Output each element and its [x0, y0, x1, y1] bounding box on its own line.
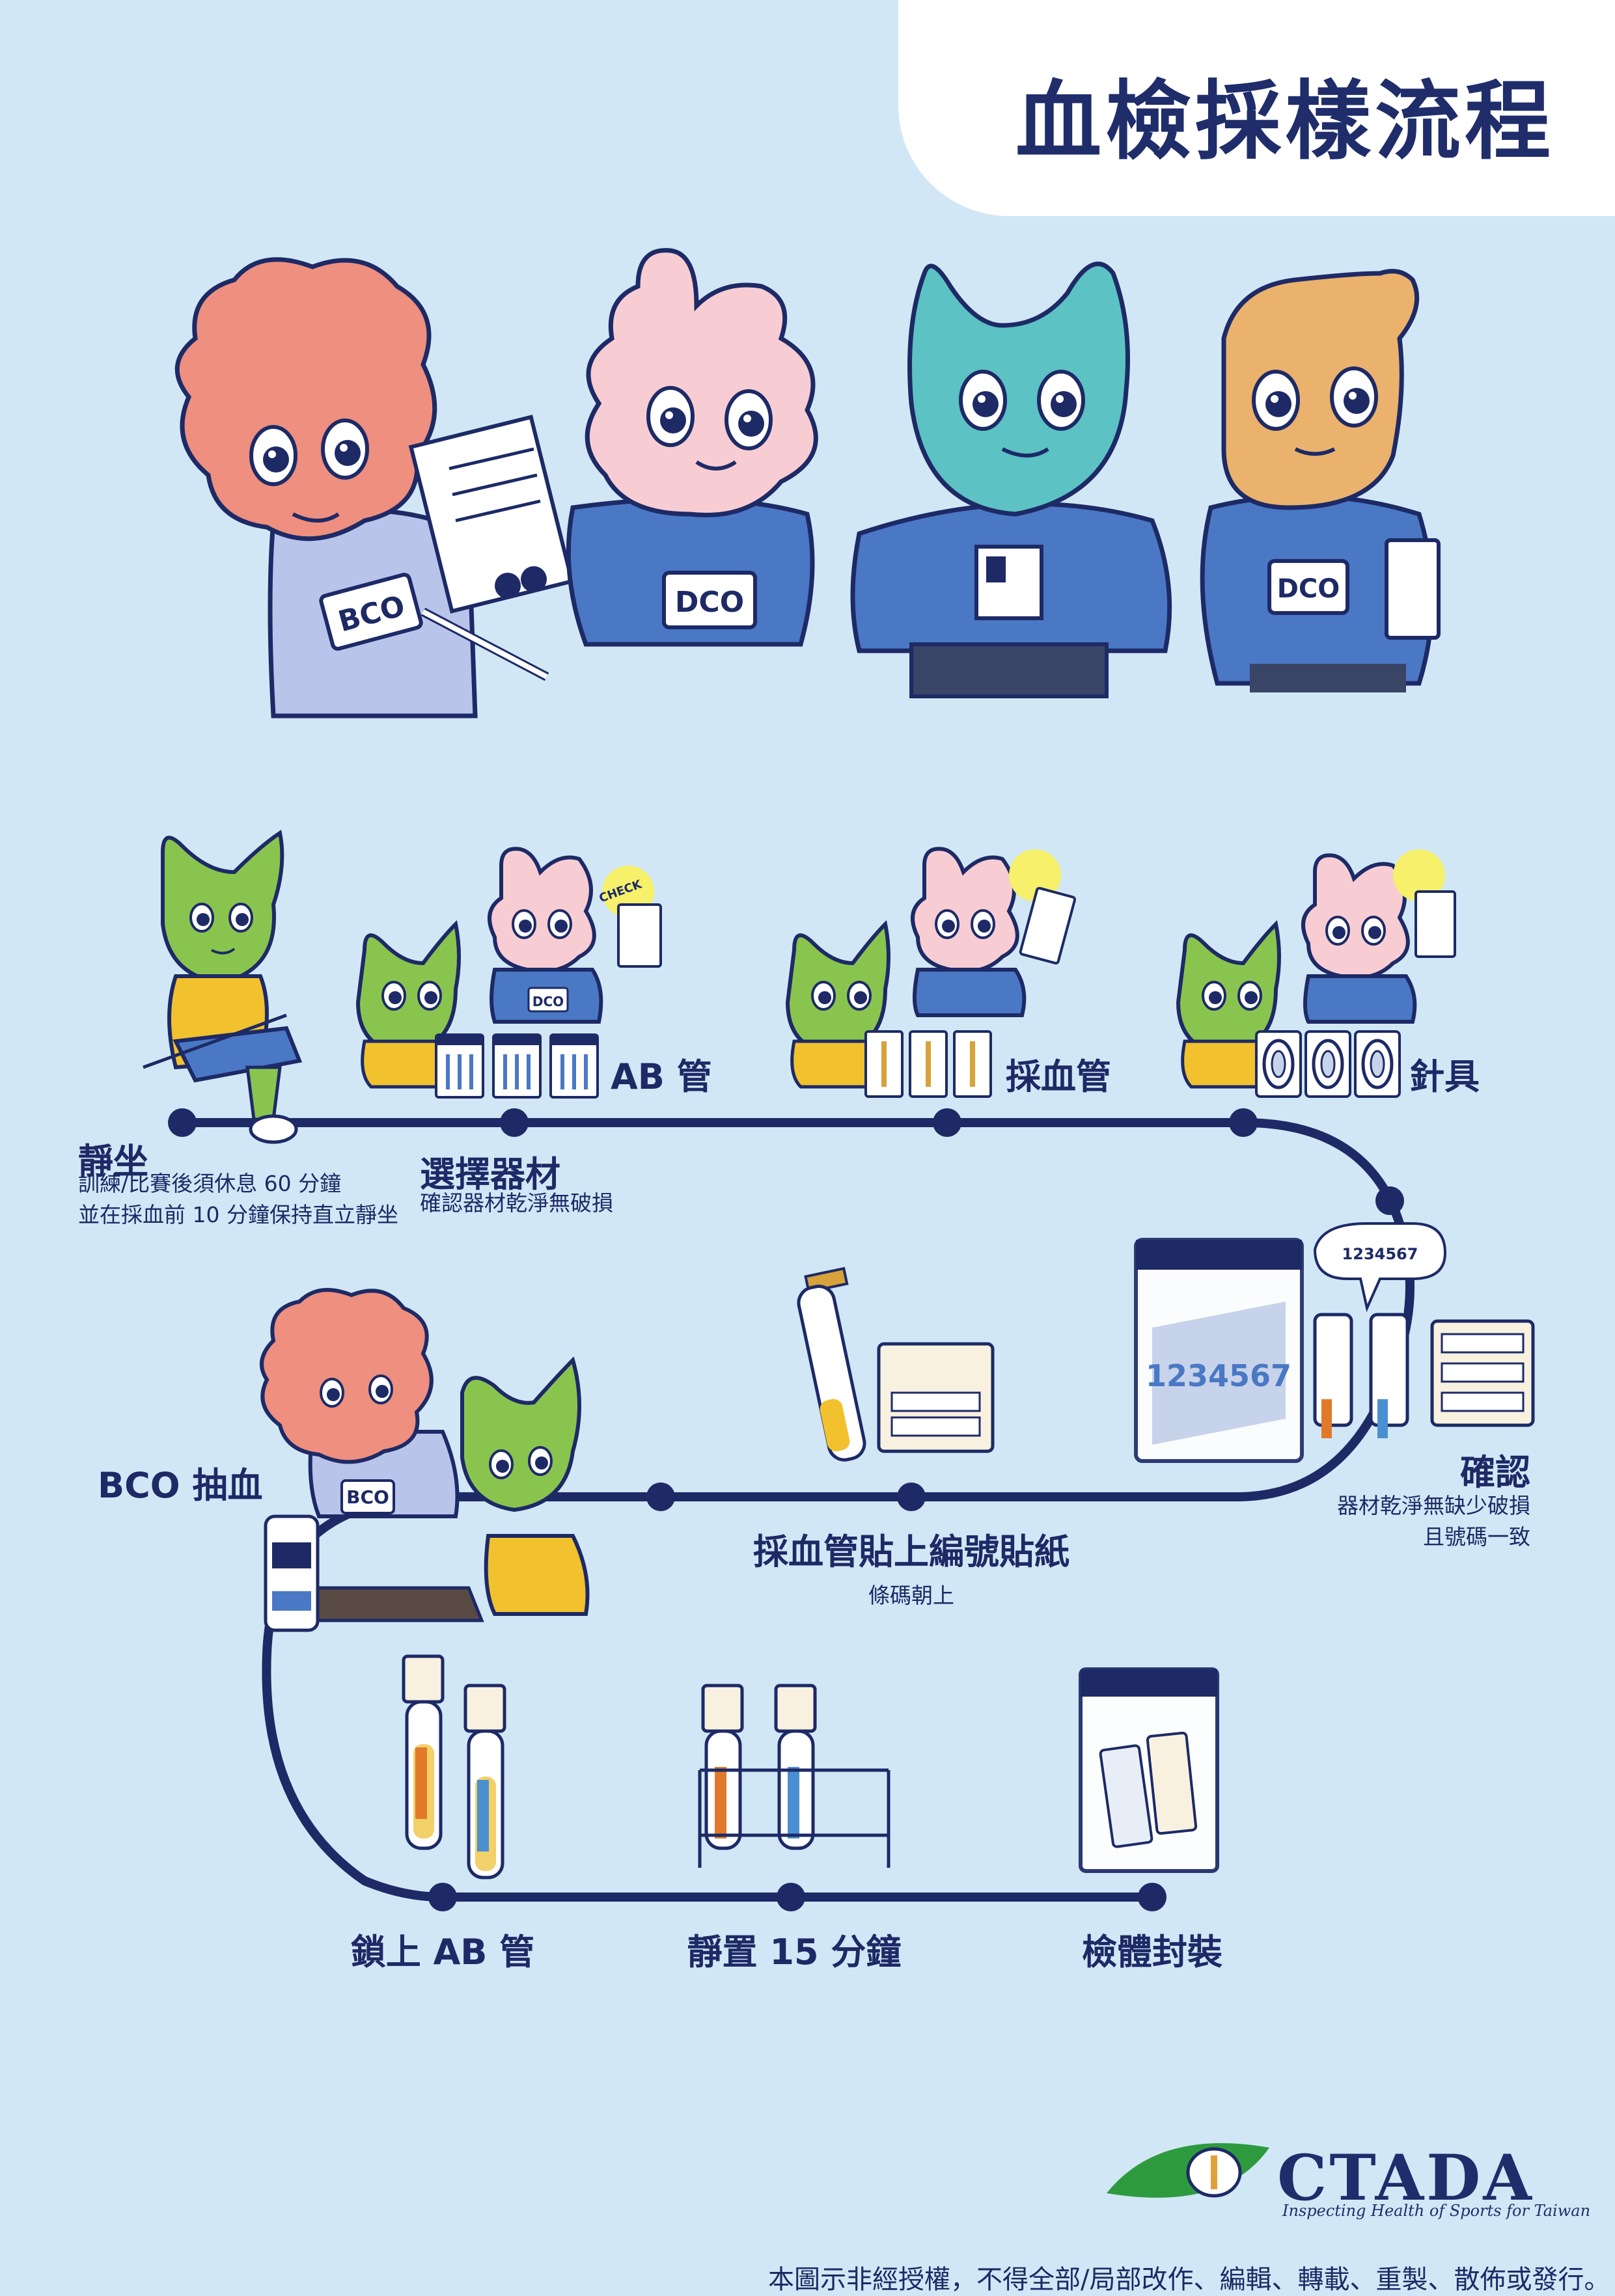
step-confirm-desc-1: 器材乾淨無缺少破損 — [1337, 1493, 1530, 1518]
step-rest-title: 靜置 15 分鐘 — [687, 1932, 902, 1973]
step-label-desc: 條碼朝上 — [868, 1583, 954, 1608]
dco-character-pink: DCO — [566, 248, 818, 647]
needle-label: 針具 — [1409, 1056, 1480, 1097]
step-sit-desc-2: 並在採血前 10 分鐘保持直立靜坐 — [78, 1202, 398, 1227]
bag-number: 1234567 — [1146, 1358, 1291, 1393]
node-label-a — [646, 1483, 675, 1511]
bco-draw-scene: BCO — [260, 1288, 590, 1632]
step-draw-title: BCO 抽血 — [98, 1465, 263, 1506]
ctada-tagline: Inspecting Health of Sports for Taiwan — [1282, 2202, 1591, 2220]
select-ab-scene: DCO CHECK — [355, 847, 662, 1097]
node-lock — [428, 1883, 457, 1911]
dco-character-orange: DCO — [1200, 269, 1441, 692]
page-title: 血檢採樣流程 — [1015, 72, 1554, 172]
title-panel — [898, 0, 1615, 216]
step-select-title: 選擇器材 — [420, 1154, 560, 1195]
select-needle-scene — [1176, 849, 1456, 1097]
step-sit-desc-1: 訓練/比賽後須休息 60 分鐘 — [78, 1171, 342, 1196]
label-tube-scene — [797, 1266, 995, 1462]
step-select-desc: 確認器材乾淨無破損 — [420, 1190, 613, 1216]
sitting-athlete — [143, 830, 303, 1144]
node-select — [500, 1108, 529, 1137]
node-label-b — [897, 1483, 926, 1511]
ctada-logo-mark — [1107, 2143, 1269, 2198]
ab-tube-label: AB 管 — [611, 1056, 712, 1097]
seal-scene — [1079, 1667, 1219, 1873]
copyright-notice: 本圖示非經授權，不得全部/局部改作、編輯、轉載、重製、散佈或發行。 — [768, 2265, 1610, 2295]
bco-character: BCO — [174, 257, 575, 718]
dco-badge-orange: DCO — [1277, 574, 1340, 604]
select-blood-tube-scene — [785, 847, 1077, 1098]
step-confirm-title: 確認 — [1460, 1452, 1530, 1493]
step-label-title: 採血管貼上編號貼紙 — [753, 1531, 1070, 1572]
rest-scene — [698, 1684, 890, 1868]
node-rest — [777, 1883, 805, 1911]
node-sit — [168, 1108, 197, 1137]
step-lock-title: 鎖上 AB 管 — [350, 1932, 535, 1973]
node-confirm — [1375, 1186, 1404, 1215]
bco-badge-small: BCO — [346, 1486, 389, 1508]
process-path — [182, 1118, 1415, 1902]
node-seal — [1138, 1883, 1166, 1911]
step-seal-title: 檢體封裝 — [1082, 1932, 1222, 1973]
confirm-bubble-number: 1234567 — [1342, 1245, 1418, 1263]
ctada-logo-text: CTADA — [1277, 2141, 1534, 2215]
step-confirm-desc-2: 且號碼一致 — [1423, 1524, 1530, 1550]
node-blood-tube — [933, 1108, 961, 1137]
blood-tube-label: 採血管 — [1006, 1056, 1111, 1097]
lock-ab-scene — [402, 1654, 506, 1879]
dco-badge-pink: DCO — [675, 586, 744, 619]
teal-character — [850, 261, 1172, 698]
step-sit-title: 靜坐 — [78, 1141, 148, 1182]
dco-badge-small: DCO — [532, 994, 564, 1009]
node-needle — [1229, 1108, 1258, 1137]
confirm-scene: 1234567 1234567 — [1134, 1222, 1535, 1463]
